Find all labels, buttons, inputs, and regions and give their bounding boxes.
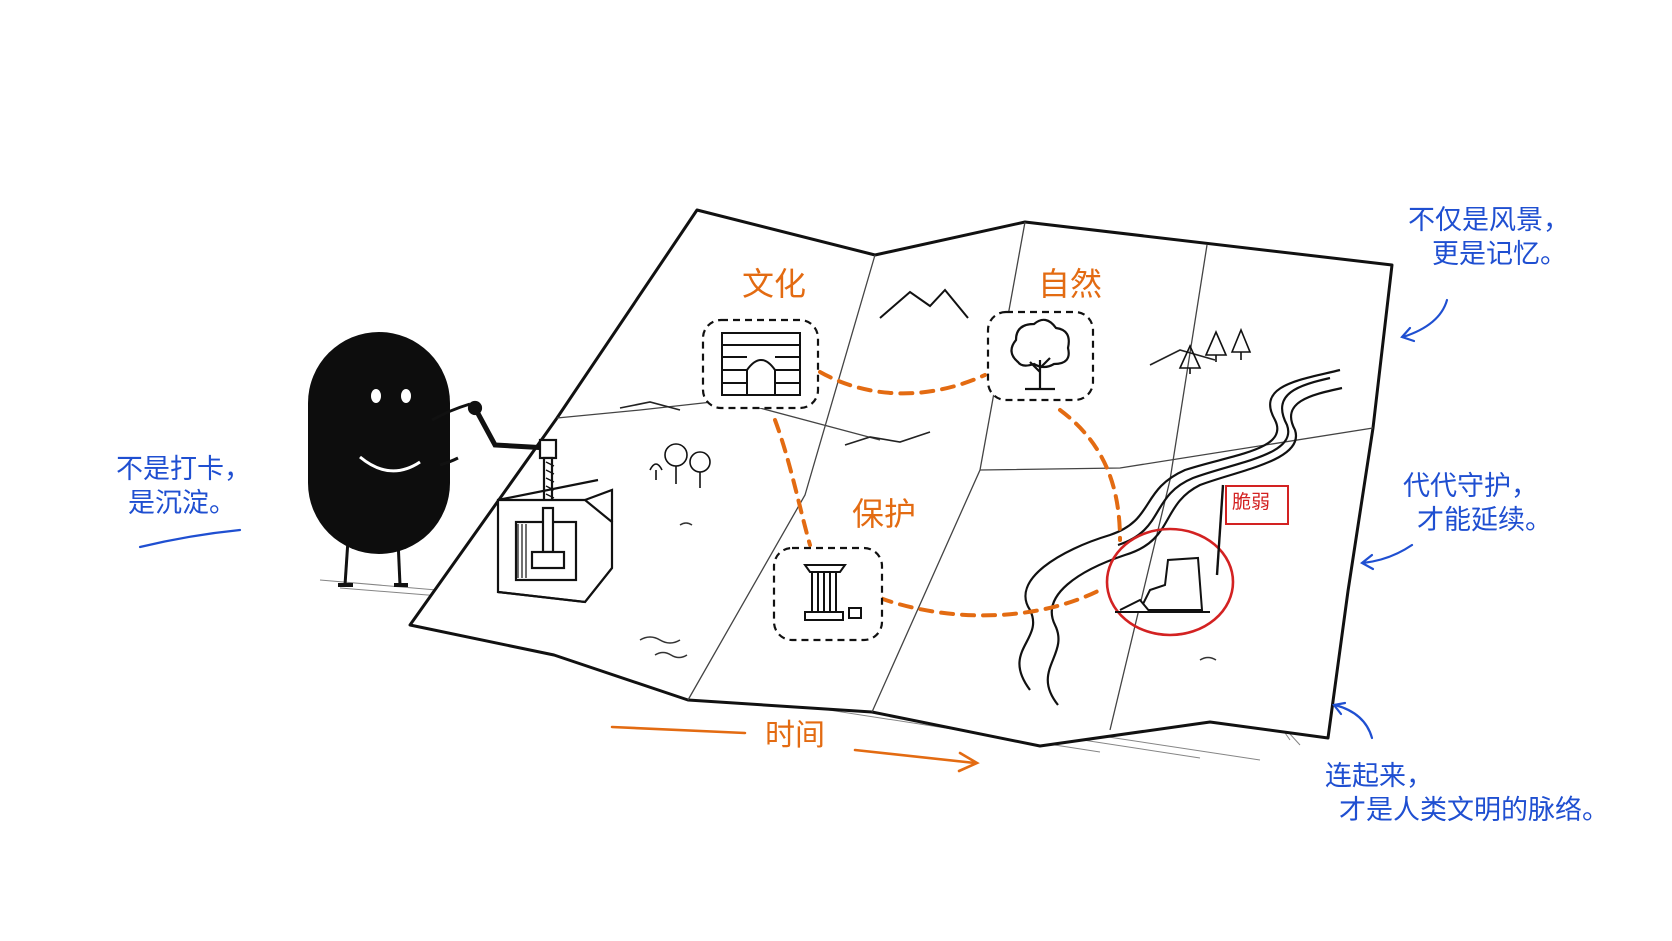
note-middle-right-line-1: 代代守护， xyxy=(1403,471,1538,502)
press-machine xyxy=(467,400,614,604)
note-top-right-line-1: 不仅是风景， xyxy=(1408,205,1570,236)
time-arrow xyxy=(610,725,980,773)
note-arrows xyxy=(138,298,1449,740)
ruined-column-icon xyxy=(803,564,862,621)
note-bottom-right: 连起来， 才是人类文明的脉络。 xyxy=(1325,760,1609,828)
ruin-wall-icon xyxy=(1115,556,1210,613)
nature-node xyxy=(986,310,1095,402)
right-eye-icon xyxy=(401,389,411,403)
note-middle-right-line-2: 才能延续。 xyxy=(1417,504,1552,536)
left-eye-icon xyxy=(371,389,381,403)
note-top-right: 不仅是风景， 更是记忆。 xyxy=(1408,204,1570,272)
fragile-site xyxy=(1105,484,1289,637)
hills-icon xyxy=(619,349,1216,446)
pine-trees-icon xyxy=(1178,327,1252,374)
flag-icon xyxy=(1215,484,1289,576)
node-label-protection: 保护 xyxy=(852,495,917,533)
note-left-line-2: 是沉淀。 xyxy=(128,487,236,519)
note-bottom-right-line-2: 才是人类文明的脉络。 xyxy=(1339,794,1609,826)
note-bottom-right-line-1: 连起来， xyxy=(1325,761,1433,792)
gate-arch-icon xyxy=(721,332,801,396)
note-top-right-line-2: 更是记忆。 xyxy=(1432,238,1567,270)
trees-icon xyxy=(649,443,711,488)
note-left-line-1: 不是打卡， xyxy=(116,454,251,485)
heritage-route xyxy=(773,370,1122,618)
mountains-icon xyxy=(879,288,969,319)
flag-label: 脆弱 xyxy=(1232,491,1271,513)
note-middle-right: 代代守护， 才能延续。 xyxy=(1403,470,1552,538)
node-label-culture: 文化 xyxy=(742,265,807,303)
water-marks xyxy=(639,522,1217,661)
protection-node xyxy=(772,546,884,642)
fold-lines xyxy=(556,221,1374,731)
note-left: 不是打卡， 是沉淀。 xyxy=(116,453,251,521)
tree-icon xyxy=(1010,318,1070,391)
time-label: 时间 xyxy=(765,718,825,753)
paper-map xyxy=(408,208,1394,748)
blob-character xyxy=(308,332,471,587)
node-label-nature: 自然 xyxy=(1038,265,1103,303)
culture-node xyxy=(701,318,820,410)
